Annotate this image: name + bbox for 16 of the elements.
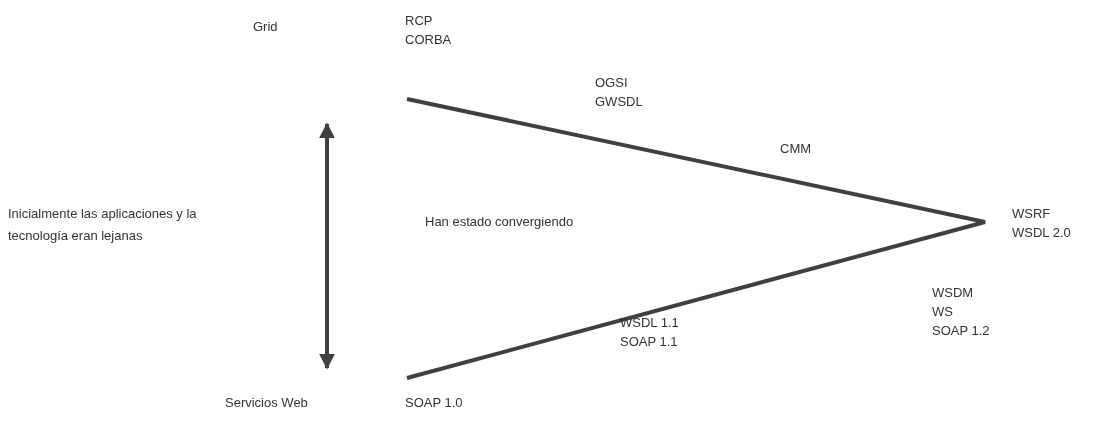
text-label: OGSI (595, 74, 628, 92)
text-label: SOAP 1.1 (620, 333, 678, 351)
text-label: WSDM (932, 284, 974, 302)
text-label: Han estado convergiendo (425, 213, 574, 231)
text-label: RCP (405, 12, 433, 30)
text-label: Inicialmente las aplicaciones y la tecnología eran lejanas (8, 205, 198, 245)
text-label: CORBA (405, 31, 452, 49)
text-label: Servicios Web (225, 394, 308, 412)
text-label: SOAP 1.2 (932, 322, 990, 340)
text-label: Grid (253, 18, 278, 36)
text-label: WSDL 2.0 (1012, 224, 1071, 242)
text-label: CMM (780, 140, 812, 158)
text-label: GWSDL (595, 93, 643, 111)
text-label: WSRF (1012, 205, 1051, 223)
text-label: SOAP 1.0 (405, 394, 463, 412)
text-label: WS (932, 303, 953, 321)
